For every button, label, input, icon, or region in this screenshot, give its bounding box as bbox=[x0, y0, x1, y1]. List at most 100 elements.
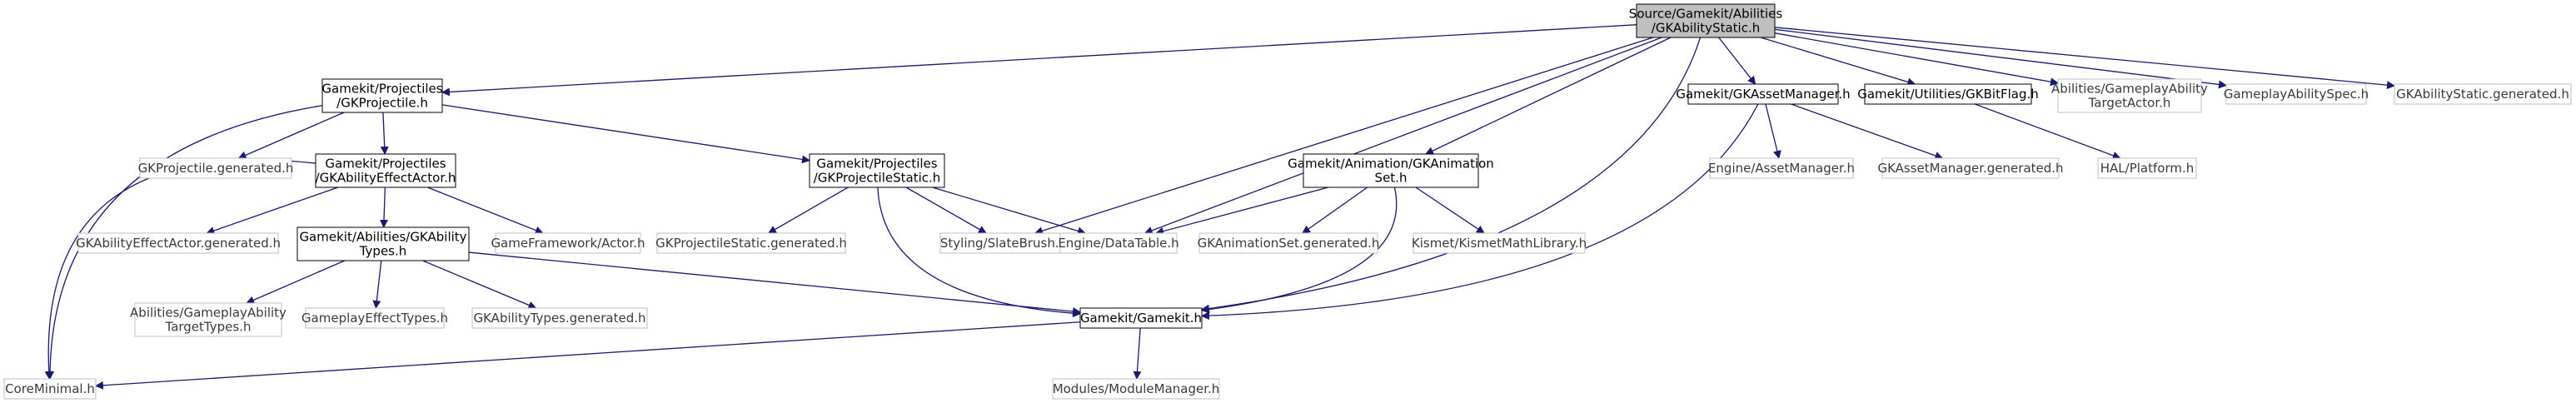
node-gamekit-h[interactable]: Gamekit/Gamekit.h bbox=[1079, 307, 1203, 329]
node-box bbox=[134, 302, 282, 337]
edge-gkanimationset_h-to-gamekit_h bbox=[1201, 187, 1398, 314]
edge-gamekit_h-to-modules_modulemanager_h bbox=[1133, 327, 1142, 380]
node-gkabilityeffectactor-generated-h: GKAbilityEffectActor.generated.h bbox=[76, 232, 281, 254]
node-engine-assetmanager-h: Engine/AssetManager.h bbox=[1708, 157, 1855, 179]
node-label: GameplayEffectTypes.h bbox=[301, 311, 448, 326]
node-box bbox=[296, 226, 470, 261]
node-box bbox=[1413, 232, 1586, 254]
edge-gkprojectilestatic_h-to-engine_datatable_h bbox=[932, 187, 1086, 236]
node-gkassetmanager-h[interactable]: Gamekit/GKAssetManager.h bbox=[1676, 83, 1851, 105]
node-label: /GKProjectile.h bbox=[336, 96, 428, 111]
edge-gkprojectile_h-to-gkprojectilestatic_h bbox=[441, 104, 810, 164]
node-gkprojectile-generated-h: GKProjectile.generated.h bbox=[138, 157, 294, 179]
node-label: Gamekit/Projectiles bbox=[816, 157, 937, 172]
edge-root-to-gameplayabilityspec_h bbox=[1774, 28, 2227, 89]
node-label: Kismet/KismetMathLibrary.h bbox=[1412, 236, 1587, 251]
node-gkprojectilestatic-generated-h: GKProjectileStatic.generated.h bbox=[655, 232, 847, 254]
node-label: GKAbilityEffectActor.generated.h bbox=[76, 236, 281, 251]
edge-gkabilitytypes_h-to-gameplayability_targettypes_h bbox=[246, 260, 346, 305]
node-box bbox=[77, 232, 279, 254]
edge-gkanimationset_h-to-kismet_mathlibrary_h bbox=[1415, 187, 1485, 234]
edge-gkanimationset_h-to-gkanimationset_generated_h bbox=[1302, 187, 1368, 234]
node-box bbox=[1198, 232, 1378, 254]
node-gkanimationset-generated-h: GKAnimationSet.generated.h bbox=[1198, 232, 1380, 254]
node-box bbox=[1059, 232, 1178, 254]
node-label: Modules/ModuleManager.h bbox=[1053, 381, 1220, 396]
node-layer: Source/Gamekit/Abilities/GKAbilityStatic… bbox=[3, 3, 2572, 400]
edge-gamekit_h-to-coreminimal_h bbox=[95, 321, 1081, 390]
node-label: Gamekit/Projectiles bbox=[325, 157, 446, 172]
node-label: GKAbilityTypes.generated.h bbox=[473, 311, 645, 326]
node-label: GKAnimationSet.generated.h bbox=[1198, 236, 1380, 251]
node-box bbox=[1052, 378, 1220, 400]
edge-root-to-gkprojectile_h bbox=[441, 24, 1637, 97]
node-label: Abilities/GameplayAbility bbox=[2051, 82, 2208, 97]
node-modules-modulemanager-h: Modules/ModuleManager.h bbox=[1052, 378, 1220, 400]
node-label: Source/Gamekit/Abilities bbox=[1629, 7, 1783, 22]
node-gkabilityeffectactor-h[interactable]: Gamekit/Projectiles/GKAbilityEffectActor… bbox=[315, 153, 456, 188]
node-box bbox=[495, 232, 641, 254]
edge-gkprojectilestatic_h-to-gamekit_h bbox=[877, 187, 1081, 318]
edge-root-to-gkanimationset_h bbox=[1425, 37, 1672, 155]
edge-gkassetmanager_h-to-gamekit_h bbox=[1201, 103, 1759, 321]
node-gkabilitytypes-generated-h: GKAbilityTypes.generated.h bbox=[471, 307, 648, 329]
node-root[interactable]: Source/Gamekit/Abilities/GKAbilityStatic… bbox=[1629, 3, 1783, 38]
node-box bbox=[656, 232, 846, 254]
edge-gkassetmanager_h-to-engine_assetmanager_h bbox=[1765, 103, 1781, 159]
edge-gkassetmanager_h-to-gkassetmanager_generated_h bbox=[1791, 103, 1944, 160]
edge-root-to-gkabilitystatic_generated_h bbox=[1774, 27, 2395, 90]
node-box bbox=[2057, 78, 2202, 113]
node-gkabilitytypes-h[interactable]: Gamekit/Abilities/GKAbilityTypes.h bbox=[296, 226, 470, 261]
edge-root-to-gkassetmanager_h bbox=[1718, 37, 1756, 85]
node-label: Gamekit/Abilities/GKAbility bbox=[299, 230, 466, 245]
node-gkprojectile-h[interactable]: Gamekit/Projectiles/GKProjectile.h bbox=[321, 78, 443, 113]
node-box bbox=[809, 153, 945, 188]
node-gkprojectilestatic-h[interactable]: Gamekit/Projectiles/GKProjectileStatic.h bbox=[809, 153, 945, 188]
edge-gkprojectile_h-to-gkabilityeffectactor_h bbox=[380, 112, 389, 155]
node-label: Styling/SlateBrush.h bbox=[940, 236, 1067, 251]
node-box bbox=[1687, 83, 1839, 105]
node-hal-platform-h: HAL/Platform.h bbox=[2097, 157, 2197, 179]
edge-gkabilityeffectactor_h-to-gkabilitytypes_h bbox=[379, 187, 388, 228]
edge-layer bbox=[44, 24, 2395, 390]
node-label: GKAbilityStatic.generated.h bbox=[2396, 87, 2569, 102]
node-label: /GKAbilityEffectActor.h bbox=[316, 171, 456, 186]
node-label: Abilities/GameplayAbility bbox=[130, 306, 286, 321]
node-gkanimationset-h[interactable]: Gamekit/Animation/GKAnimationSet.h bbox=[1288, 153, 1494, 188]
node-label: GKProjectileStatic.generated.h bbox=[655, 236, 847, 251]
edge-gkbitflag_h-to-hal_platform_h bbox=[1974, 103, 2121, 160]
edge-root-to-gameplayability_targetactor_h bbox=[1774, 32, 2059, 87]
node-gkbitflag-h[interactable]: Gamekit/Utilities/GKBitFlag.h bbox=[1857, 83, 2039, 105]
node-kismet-mathlibrary-h: Kismet/KismetMathLibrary.h bbox=[1412, 232, 1587, 254]
node-box bbox=[315, 153, 456, 188]
node-label: Engine/AssetManager.h bbox=[1708, 161, 1855, 176]
node-box bbox=[3, 378, 97, 400]
node-gkassetmanager-generated-h: GKAssetManager.generated.h bbox=[1877, 157, 2064, 179]
edge-gkabilitytypes_h-to-gamekit_h bbox=[468, 251, 1081, 316]
node-label: Gamekit/Utilities/GKBitFlag.h bbox=[1857, 87, 2039, 102]
node-box bbox=[305, 307, 445, 329]
node-box bbox=[2097, 157, 2197, 179]
edge-gkprojectilestatic_h-to-gkprojectilestatic_generated_h bbox=[767, 187, 849, 234]
node-label: /GKProjectileStatic.h bbox=[814, 171, 941, 186]
edge-gkprojectilestatic_h-to-styling_slatebrush_h bbox=[905, 187, 987, 234]
edge-gkabilitytypes_h-to-gkabilitytypes_generated_h bbox=[422, 260, 537, 310]
node-label: Gamekit/Gamekit.h bbox=[1080, 311, 1202, 326]
node-box bbox=[1303, 153, 1479, 188]
node-label: Gamekit/Projectiles bbox=[321, 82, 442, 97]
node-gameplayeffecttypes-h: GameplayEffectTypes.h bbox=[301, 307, 448, 329]
node-label: GKProjectile.generated.h bbox=[138, 161, 294, 176]
node-label: Gamekit/GKAssetManager.h bbox=[1676, 87, 1850, 102]
node-box bbox=[321, 78, 443, 113]
edge-gkprojectile_h-to-coreminimal_h bbox=[46, 105, 323, 380]
edge-gkabilityeffectactor_h-to-coreminimal_h bbox=[44, 159, 316, 380]
node-label: CoreMinimal.h bbox=[5, 381, 95, 396]
node-box bbox=[1079, 307, 1203, 329]
node-coreminimal-h: CoreMinimal.h bbox=[3, 378, 97, 400]
node-label: GameFramework/Actor.h bbox=[491, 236, 645, 251]
edge-gkabilitytypes_h-to-gameplayeffecttypes_h bbox=[372, 260, 382, 309]
edge-root-to-gamekit_h bbox=[1201, 37, 1702, 313]
edge-root-to-gkbitflag_h bbox=[1760, 37, 1916, 87]
